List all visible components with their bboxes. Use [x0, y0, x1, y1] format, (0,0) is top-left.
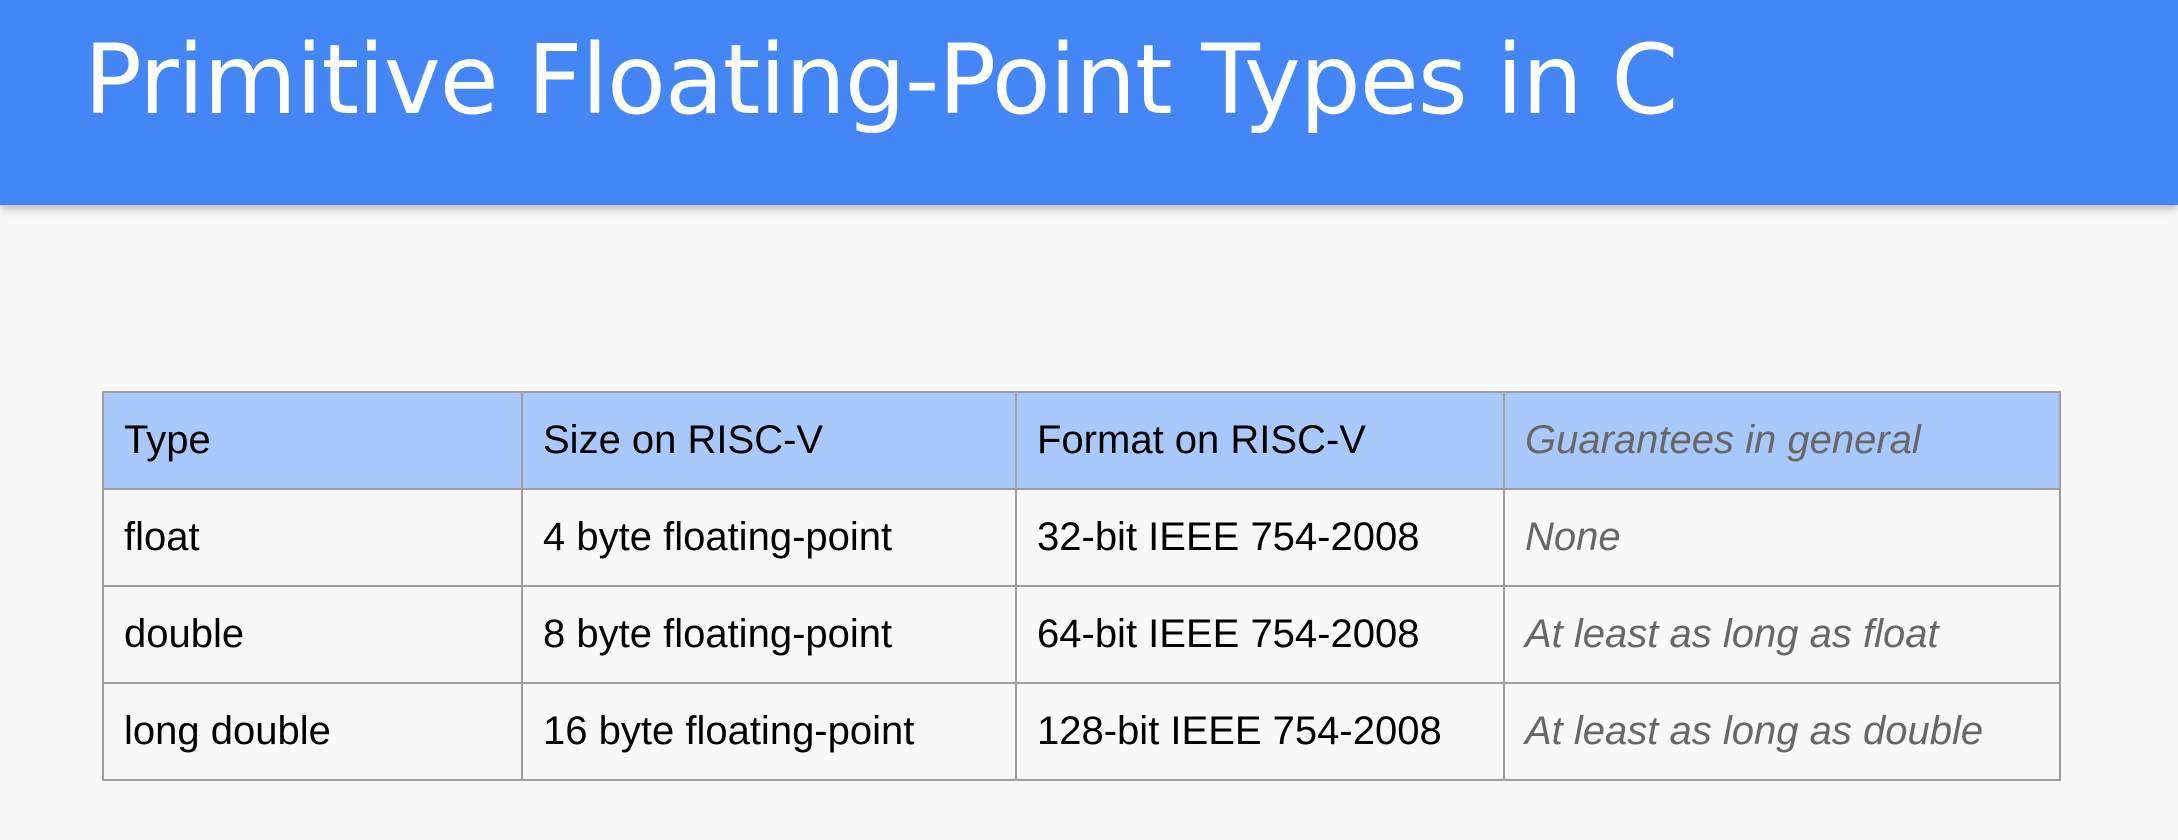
cell-type: long double — [102, 682, 523, 781]
table-header-row: Type Size on RISC-V Format on RISC-V Gua… — [102, 391, 2061, 490]
floating-point-types-table: Type Size on RISC-V Format on RISC-V Gua… — [102, 391, 2061, 781]
table-row: double 8 byte floating-point 64-bit IEEE… — [102, 585, 2061, 684]
header-size: Size on RISC-V — [521, 391, 1017, 490]
cell-type: float — [102, 488, 523, 587]
cell-guarantees: At least as long as float — [1503, 585, 2061, 684]
cell-type: double — [102, 585, 523, 684]
header-format: Format on RISC-V — [1015, 391, 1505, 490]
cell-size: 4 byte floating-point — [521, 488, 1017, 587]
cell-size: 8 byte floating-point — [521, 585, 1017, 684]
cell-format: 64-bit IEEE 754-2008 — [1015, 585, 1505, 684]
table-row: float 4 byte floating-point 32-bit IEEE … — [102, 488, 2061, 587]
cell-size: 16 byte floating-point — [521, 682, 1017, 781]
cell-format: 32-bit IEEE 754-2008 — [1015, 488, 1505, 587]
cell-guarantees: None — [1503, 488, 2061, 587]
table-row: long double 16 byte floating-point 128-b… — [102, 682, 2061, 781]
cell-guarantees: At least as long as double — [1503, 682, 2061, 781]
header-guarantees: Guarantees in general — [1503, 391, 2061, 490]
header-type: Type — [102, 391, 523, 490]
cell-format: 128-bit IEEE 754-2008 — [1015, 682, 1505, 781]
title-bar: Primitive Floating-Point Types in C — [0, 0, 2178, 205]
slide-title: Primitive Floating-Point Types in C — [84, 24, 1678, 136]
